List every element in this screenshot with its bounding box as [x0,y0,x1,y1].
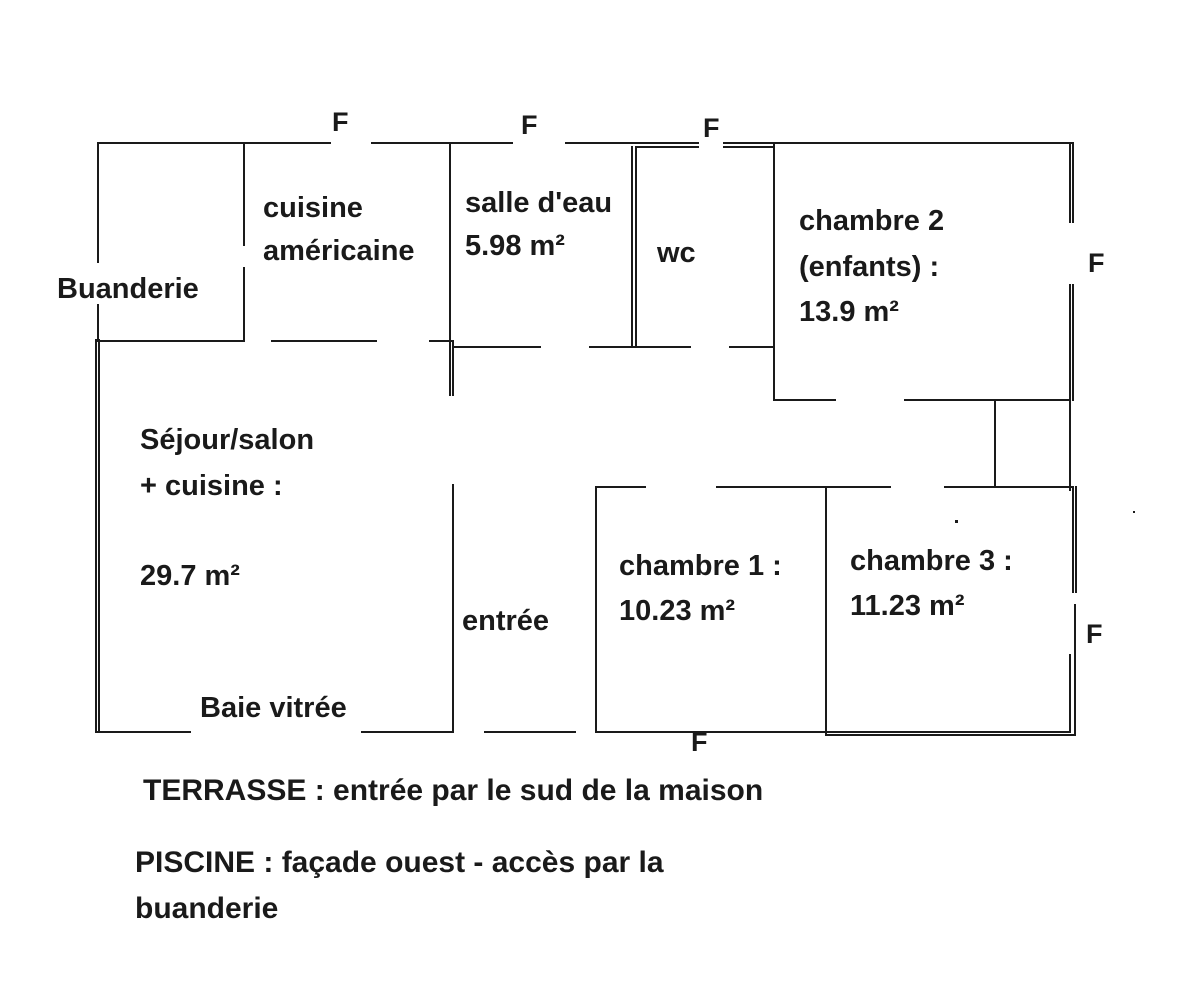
piscine-note-line1: PISCINE : façade ouest - accès par la [135,846,664,879]
sejour-label: Séjour/salon [140,424,315,456]
window-marker: F [521,110,538,140]
piscine-note-line2: buanderie [135,892,279,925]
chambre1-label: chambre 1 : [619,550,782,582]
sejour-sublabel: + cuisine : [140,470,283,502]
chambre2-sublabel: (enfants) : [799,251,940,283]
chambre2-area: 13.9 m² [799,296,899,328]
speck [955,520,958,523]
cuisine-label-line1: cuisine [263,192,363,224]
wc-label: wc [657,237,696,269]
chambre2-label: chambre 2 [799,205,945,237]
baie-vitree-label: Baie vitrée [200,692,347,724]
window-marker: F [1086,619,1103,649]
window-marker: F [703,113,720,143]
wall-specks [955,511,1135,523]
walls [95,142,1077,736]
salle-eau-label: salle d'eau [465,187,613,219]
chambre1-area: 10.23 m² [619,595,736,627]
speck [1133,511,1135,513]
window-marker: F [332,107,349,137]
salle-eau-area: 5.98 m² [465,230,565,262]
chambre3-area: 11.23 m² [850,590,965,622]
terrasse-note: TERRASSE : entrée par le sud de la maiso… [143,774,764,807]
cuisine-label-line2: américaine [263,235,415,267]
window-marker: F [691,727,708,757]
sejour-area: 29.7 m² [140,560,240,592]
buanderie-label: Buanderie [57,273,199,305]
window-marker: F [1088,248,1105,278]
entree-label: entrée [462,605,550,637]
chambre3-label: chambre 3 : [850,545,1013,577]
